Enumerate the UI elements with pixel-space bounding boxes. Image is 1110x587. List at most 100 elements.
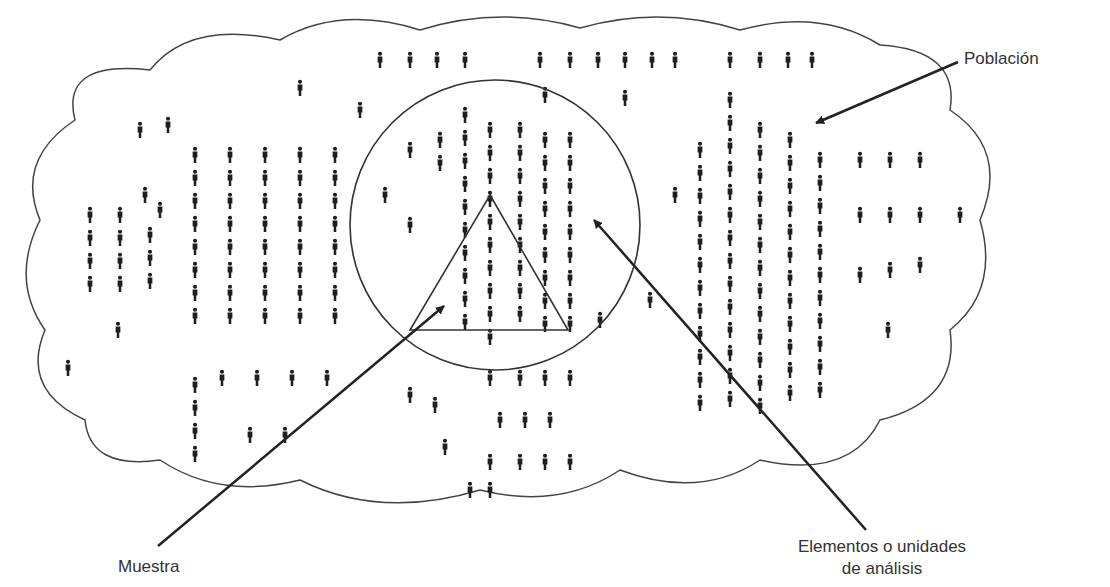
person-icon [758,375,763,391]
person-icon [518,214,523,230]
person-icon [958,207,963,223]
person-icon [818,221,823,237]
person-icon [788,132,793,148]
person-icon [488,306,493,322]
person-icon [228,308,233,324]
person-icon [333,193,338,209]
person-icon [818,175,823,191]
person-icon [463,268,468,284]
person-icon [488,214,493,230]
person-icon [228,170,233,186]
person-icon [758,329,763,345]
person-icon [463,245,468,261]
person-icon [548,412,553,428]
person-icon [728,52,733,68]
person-icon [228,239,233,255]
person-icon [193,446,198,462]
person-icon [298,308,303,324]
person-icon [463,176,468,192]
sample-triangle [410,195,568,330]
person-icon [433,397,438,413]
person-icon [543,201,548,217]
person-icon [518,168,523,184]
person-icon [818,244,823,260]
person-icon [290,370,295,386]
person-icon [698,395,703,411]
person-icon [543,155,548,171]
person-icon [568,155,573,171]
person-icon [228,193,233,209]
population-label: Población [964,48,1039,70]
person-icon [788,362,793,378]
person-icon [518,283,523,299]
person-icon [408,217,413,233]
person-icon [148,227,153,243]
person-icon [728,253,733,269]
person-icon [728,115,733,131]
leader-arrow [594,220,866,530]
person-icon [758,122,763,138]
person-icon [596,52,601,68]
person-icon [298,170,303,186]
person-icon [858,207,863,223]
person-icon [263,147,268,163]
person-icon [788,201,793,217]
person-icon [758,214,763,230]
person-icon [488,454,493,470]
person-icon [788,339,793,355]
person-icon [463,130,468,146]
person-icon [255,370,260,386]
person-icon [220,370,225,386]
person-icon [648,292,653,308]
person-icon [758,145,763,161]
person-icon [298,239,303,255]
units-label: Elementos o unidades de análisis [792,536,972,580]
person-icon [298,262,303,278]
person-icon [138,122,143,138]
person-icon [228,285,233,301]
person-icon [463,314,468,330]
person-icon [818,198,823,214]
person-icon [568,247,573,263]
person-icon [543,178,548,194]
person-icon [325,370,330,386]
person-icon [193,377,198,393]
person-icon [698,165,703,181]
person-icon [698,372,703,388]
person-icon [568,201,573,217]
person-icon [543,224,548,240]
person-icon [888,207,893,223]
person-icon [298,147,303,163]
person-icon [650,52,655,68]
person-icon [298,216,303,232]
person-icon [488,168,493,184]
person-icon [568,454,573,470]
person-icon [698,280,703,296]
person-icon [333,262,338,278]
person-icon [543,270,548,286]
person-icon [518,370,523,386]
person-icon [228,216,233,232]
person-icon [358,102,363,118]
person-icon [463,291,468,307]
person-icon [88,207,93,223]
person-icon [728,92,733,108]
person-icon [118,207,123,223]
person-icon [788,293,793,309]
person-icon [248,427,253,443]
person-icon [568,370,573,386]
person-icon [758,260,763,276]
person-icon [193,170,198,186]
person-icon [298,193,303,209]
person-icon [518,145,523,161]
person-icon [698,349,703,365]
person-icon [788,316,793,332]
person-icon [435,52,440,68]
person-icon [333,216,338,232]
person-icon [193,193,198,209]
person-icon [298,285,303,301]
person-icon [66,360,71,376]
person-icon [568,178,573,194]
person-icon [728,322,733,338]
